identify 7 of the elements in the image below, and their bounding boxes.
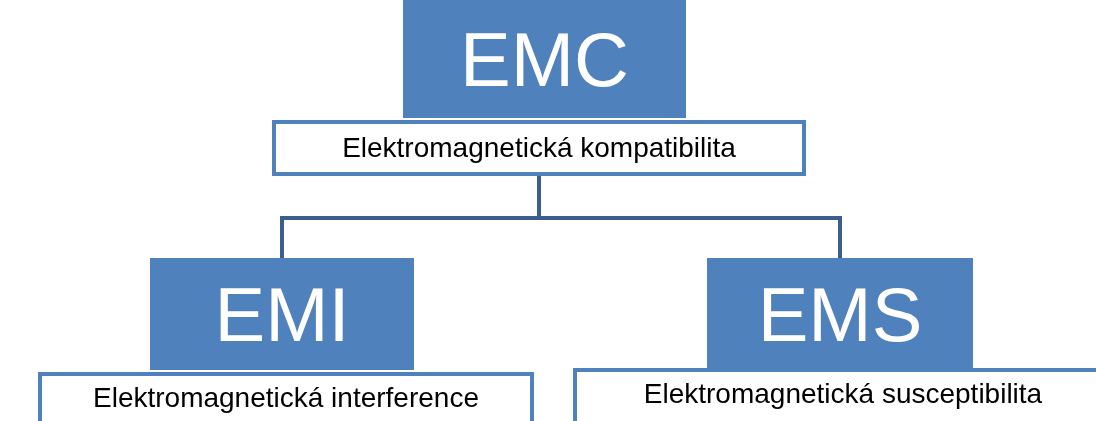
label-box: Elektromagnetická susceptibilita [573,368,1096,421]
connector-line [537,176,842,258]
label-box: Elektromagnetická interference [38,372,534,421]
heading-box: EMS [707,258,973,370]
heading-box: EMC [403,0,686,118]
heading-box: EMI [150,258,414,370]
label-box: Elektromagnetická kompatibilita [272,120,806,176]
